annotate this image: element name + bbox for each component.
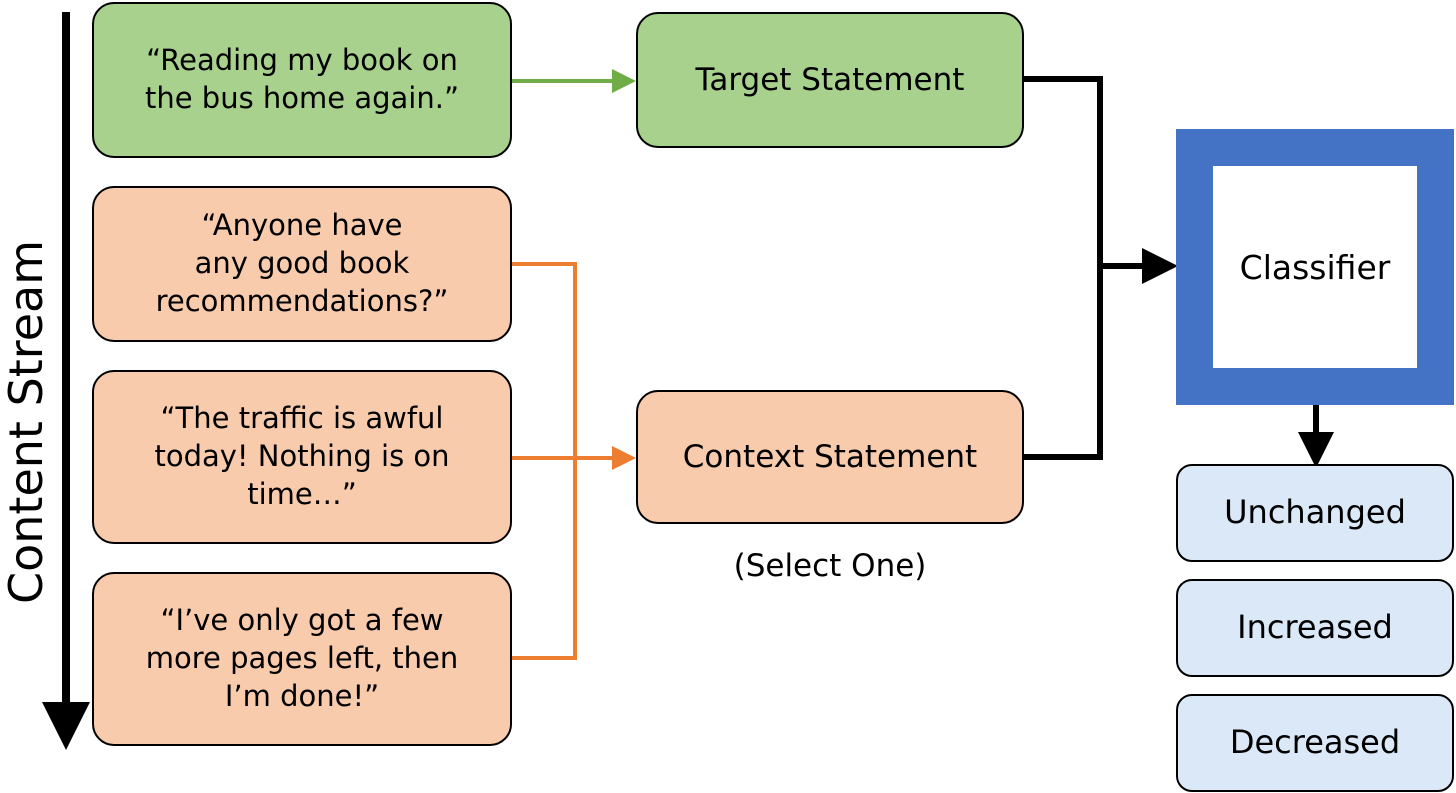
statement-context-3: “I’ve only got a few more pages left, th… [92,572,512,746]
output-decreased: Decreased [1176,694,1454,792]
statement-context-2: “The traffic is awful today! Nothing is … [92,370,512,544]
classifier-box: Classifier [1176,129,1454,405]
target-to-classifier-line [1024,76,1103,266]
context-statement-box: Context Statement [636,390,1024,524]
target-statement-box: Target Statement [636,12,1024,148]
output-increased: Increased [1176,579,1454,677]
context-bracket [512,262,577,660]
classifier-label: Classifier [1239,247,1391,287]
statement-context-1: “Anyone have any good book recommendatio… [92,186,512,342]
select-one-note: (Select One) [733,548,927,584]
statement-target: “Reading my book on the bus home again.” [92,2,512,158]
content-stream-label: Content Stream [0,239,53,604]
context-to-classifier-line [1024,266,1103,460]
output-unchanged: Unchanged [1176,464,1454,562]
